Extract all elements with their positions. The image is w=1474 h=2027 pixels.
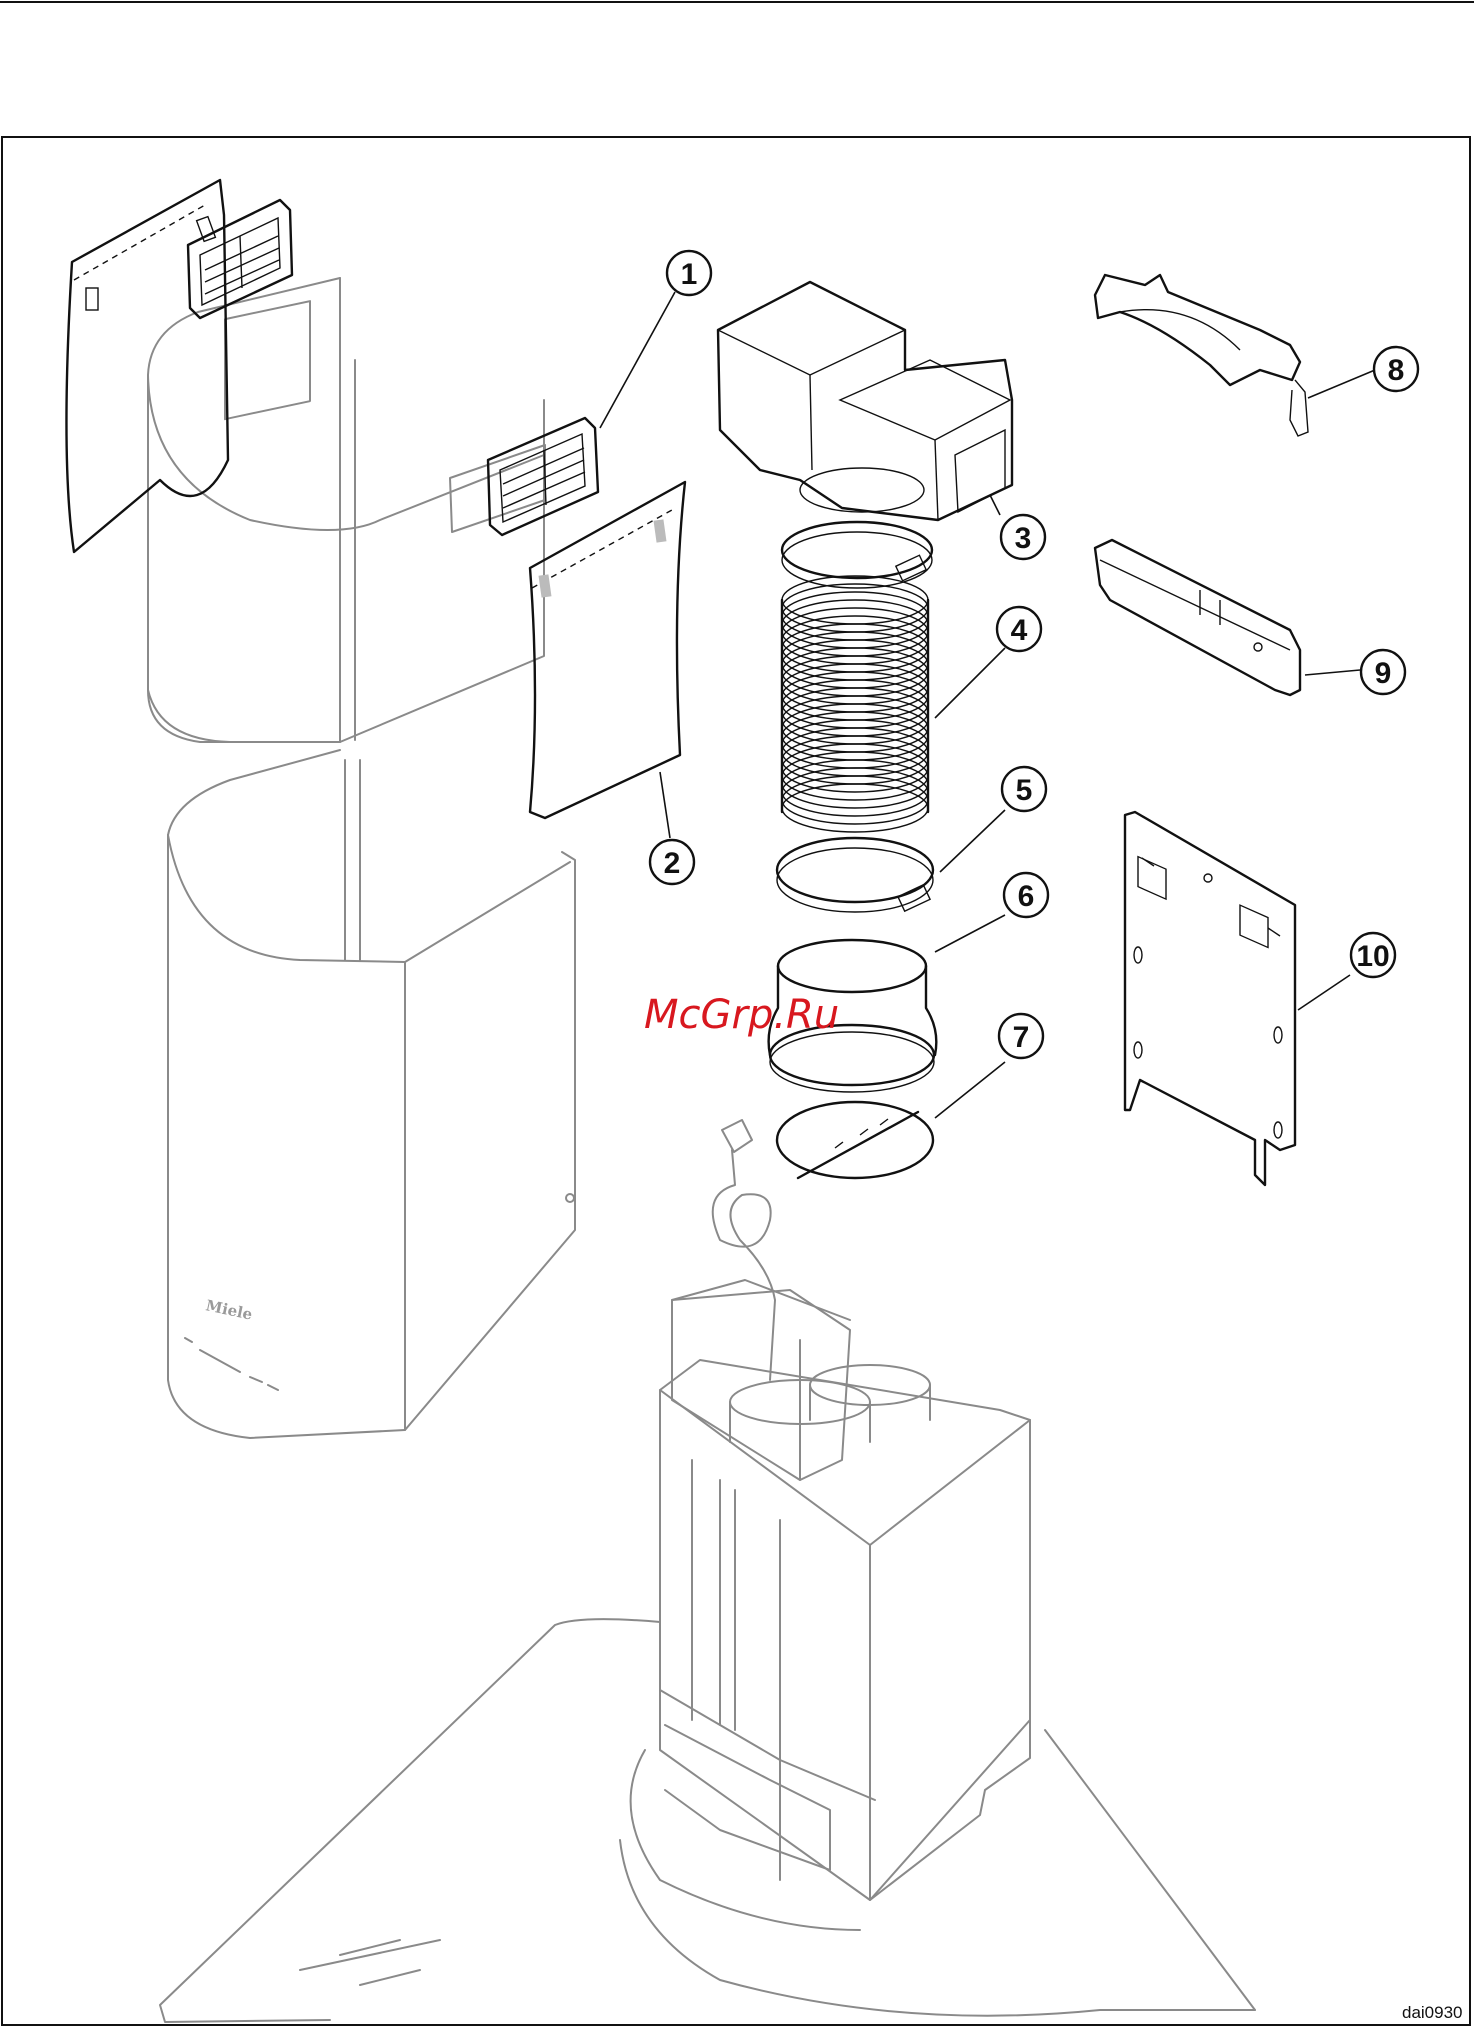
lower-chimney-cover: Miele — [168, 750, 575, 1438]
callout-label: 8 — [1388, 354, 1405, 387]
brand-mark-text: Miele — [204, 1296, 254, 1323]
hose-clamp-5 — [777, 838, 933, 912]
watermark-text: McGrp.Ru — [644, 992, 839, 1038]
callout-9: 9 — [1361, 650, 1405, 694]
callout-label: 6 — [1018, 880, 1035, 913]
bracket-9 — [1095, 540, 1300, 695]
callout-layer: 1 2 3 4 5 6 7 8 9 10 — [650, 251, 1418, 1058]
bracket-8 — [1095, 275, 1308, 436]
callout-label: 4 — [1011, 614, 1028, 647]
wall-mounting-plate-10 — [1125, 812, 1295, 1185]
callout-label: 2 — [664, 847, 681, 880]
callout-label: 3 — [1015, 522, 1032, 555]
backdraft-flap-7 — [777, 1102, 933, 1178]
power-cord-plug — [713, 1120, 775, 1380]
callout-8: 8 — [1374, 347, 1418, 391]
callout-10: 10 — [1351, 933, 1395, 977]
callout-2: 2 — [650, 840, 694, 884]
callout-3: 3 — [1001, 515, 1045, 559]
duct-adapter-3 — [718, 282, 1012, 520]
callout-label: 7 — [1013, 1021, 1030, 1054]
flexible-duct-4 — [782, 576, 928, 832]
callout-label: 5 — [1016, 774, 1033, 807]
diagram-frame — [2, 137, 1470, 2025]
callout-1: 1 — [667, 251, 711, 295]
callout-4: 4 — [997, 607, 1041, 651]
callout-label: 10 — [1356, 940, 1389, 973]
callout-5: 5 — [1002, 767, 1046, 811]
callout-label: 9 — [1375, 657, 1392, 690]
drawing-code: dai0930 — [1402, 2003, 1463, 2022]
callout-label: 1 — [681, 258, 698, 291]
filter-sheet-2 — [530, 482, 685, 818]
upper-chimney-cover — [148, 278, 545, 742]
hose-clamp-upper — [782, 522, 932, 588]
callout-6: 6 — [1004, 873, 1048, 917]
callout-7: 7 — [999, 1014, 1043, 1058]
